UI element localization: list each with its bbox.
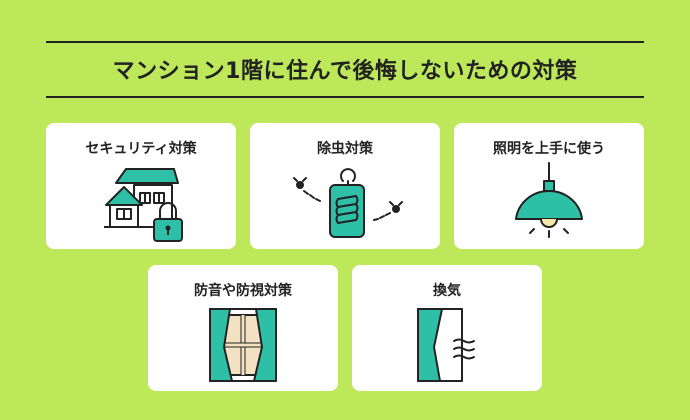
card-label: 防音や防視対策 bbox=[194, 283, 292, 299]
title-top-rule bbox=[46, 41, 644, 43]
card-label: 除虫対策 bbox=[317, 141, 373, 157]
card-label: セキュリティ対策 bbox=[85, 141, 197, 157]
house-lock-icon bbox=[104, 168, 183, 242]
card-security: セキュリティ対策 bbox=[46, 123, 236, 249]
card-lighting: 照明を上手に使う bbox=[454, 123, 644, 249]
title-bottom-rule bbox=[46, 96, 644, 98]
card-insect-control: 除虫対策 bbox=[250, 123, 440, 249]
page-title: マンション1階に住んで後悔しないための対策 bbox=[112, 59, 578, 84]
ventilation-icon bbox=[417, 308, 475, 382]
card-label: 照明を上手に使う bbox=[493, 141, 605, 157]
card-soundproof-privacy: 防音や防視対策 bbox=[148, 265, 338, 391]
curtain-window-icon bbox=[209, 308, 277, 382]
card-ventilation: 換気 bbox=[352, 265, 542, 391]
pendant-lamp-icon bbox=[515, 162, 583, 238]
insect-repellent-icon bbox=[293, 168, 403, 238]
card-label: 換気 bbox=[433, 283, 461, 299]
